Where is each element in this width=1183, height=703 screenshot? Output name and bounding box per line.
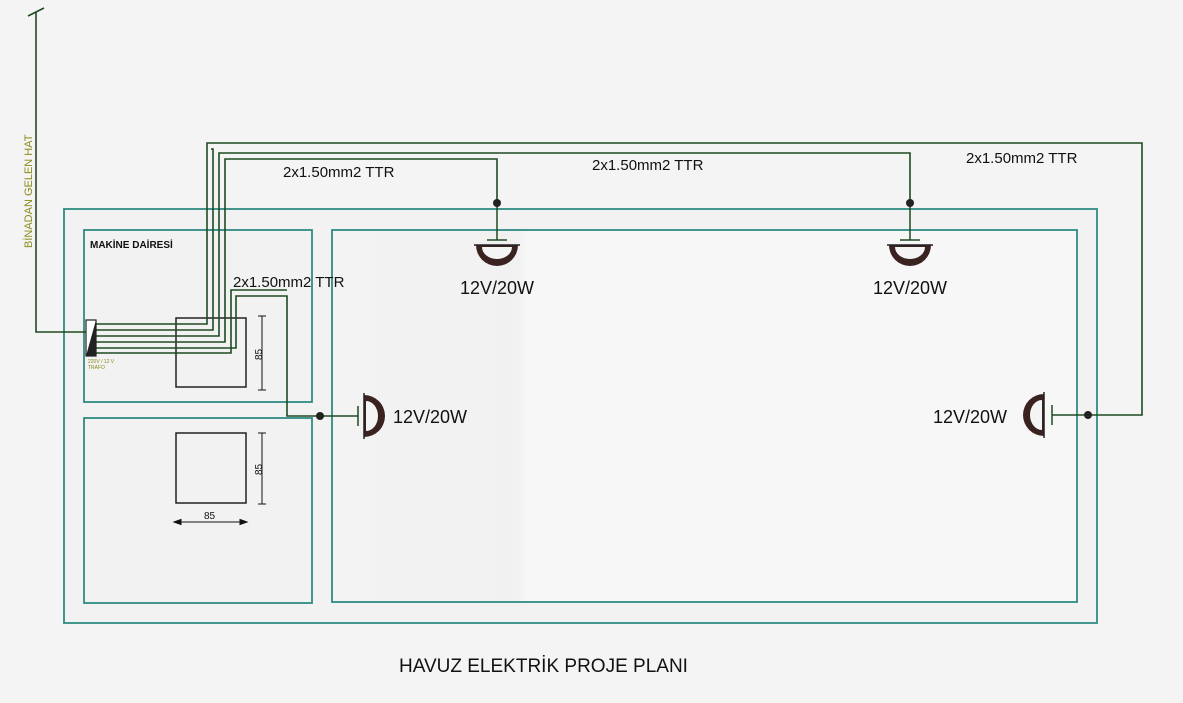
lamp-label: 12V/20W bbox=[393, 407, 467, 427]
pool-lamp-icon bbox=[474, 244, 520, 266]
pool-interior bbox=[331, 229, 1078, 603]
cable-label: 2x1.50mm2 TTR bbox=[283, 164, 395, 181]
lamp-feeds bbox=[320, 203, 1088, 426]
junction-dot-top-left bbox=[493, 199, 501, 207]
junction-dot-top-right bbox=[906, 199, 914, 207]
wiring bbox=[27, 7, 1143, 417]
pool-lamp-icon bbox=[887, 244, 933, 266]
cable-label: 2x1.50mm2 TTR bbox=[966, 150, 1078, 167]
machine-room-label: MAKİNE DAİRESİ bbox=[90, 238, 173, 251]
transformer-icon bbox=[85, 319, 97, 357]
junction-dot-right bbox=[1084, 411, 1092, 419]
incoming-line-label: BİNADAN GELEN HAT bbox=[22, 134, 35, 248]
dimension-label: 85 bbox=[254, 348, 265, 360]
pool-lamp-icon bbox=[363, 393, 385, 439]
lamp-label: 12V/20W bbox=[873, 278, 947, 298]
transformer-label-2: TRAFO bbox=[88, 365, 105, 371]
cable-label: 2x1.50mm2 TTR bbox=[233, 274, 345, 291]
machine-room bbox=[83, 229, 313, 403]
transformer-label-1: 220V / 12 V bbox=[88, 359, 115, 365]
lamp-label: 12V/20W bbox=[460, 278, 534, 298]
lamp-label: 12V/20W bbox=[933, 407, 1007, 427]
pool-lamp-icon bbox=[1023, 392, 1045, 438]
dimension-lines bbox=[172, 315, 266, 526]
cable-label: 2x1.50mm2 TTR bbox=[592, 157, 704, 174]
dimension-label: 85 bbox=[254, 463, 265, 475]
page-title: HAVUZ ELEKTRİK PROJE PLANI bbox=[399, 656, 688, 677]
dimension-label: 85 bbox=[204, 511, 216, 522]
lower-room bbox=[83, 417, 313, 604]
filter-box-bottom bbox=[175, 432, 247, 504]
junction-dot-left bbox=[316, 412, 324, 420]
